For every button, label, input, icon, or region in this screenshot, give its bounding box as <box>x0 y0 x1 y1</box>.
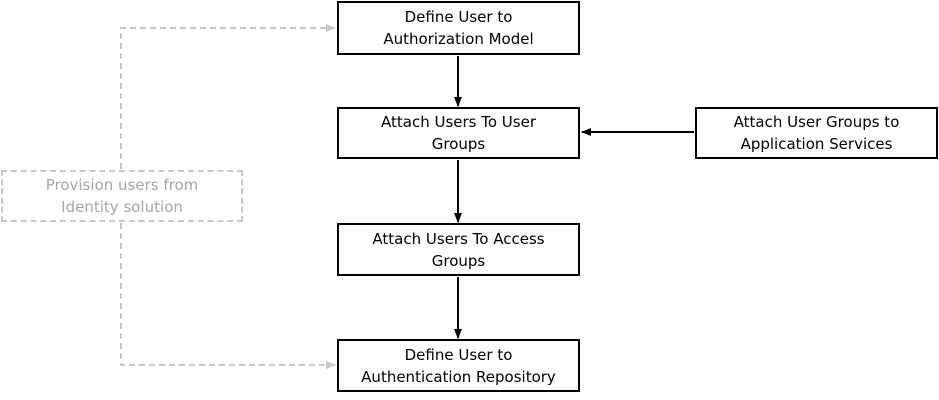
node-line: Groups <box>431 135 486 153</box>
node-line: Attach Users To User <box>381 113 536 131</box>
dashed-arrow-provision-to-authorization <box>120 24 336 169</box>
node-line: Identity solution <box>61 198 183 216</box>
node-line: Provision users from <box>45 176 199 194</box>
node-provision-users-from-identity-solution: Provision users from Identity solution <box>1 170 243 222</box>
node-line: Authorization Model <box>383 30 534 48</box>
node-attach-user-groups-to-application-services: Attach User Groups to Application Servic… <box>695 107 938 159</box>
node-line: Authentication Repository <box>361 367 556 386</box>
node-line: Attach User Groups to <box>733 113 900 131</box>
node-line: Groups <box>431 251 486 270</box>
node-line: Attach Users To Access <box>372 229 545 248</box>
node-define-user-authorization-model: Define User to Authorization Model <box>337 1 580 55</box>
node-attach-users-to-user-groups: Attach Users To User Groups <box>337 107 580 159</box>
node-attach-users-to-access-groups: Attach Users To Access Groups <box>337 223 580 276</box>
dashed-arrow-provision-to-authentication <box>120 223 336 369</box>
node-line: Define User to <box>404 345 513 364</box>
node-line: Define User to <box>404 8 513 26</box>
node-line: Application Services <box>740 135 893 153</box>
node-define-user-authentication-repository: Define User to Authentication Repository <box>337 339 580 392</box>
